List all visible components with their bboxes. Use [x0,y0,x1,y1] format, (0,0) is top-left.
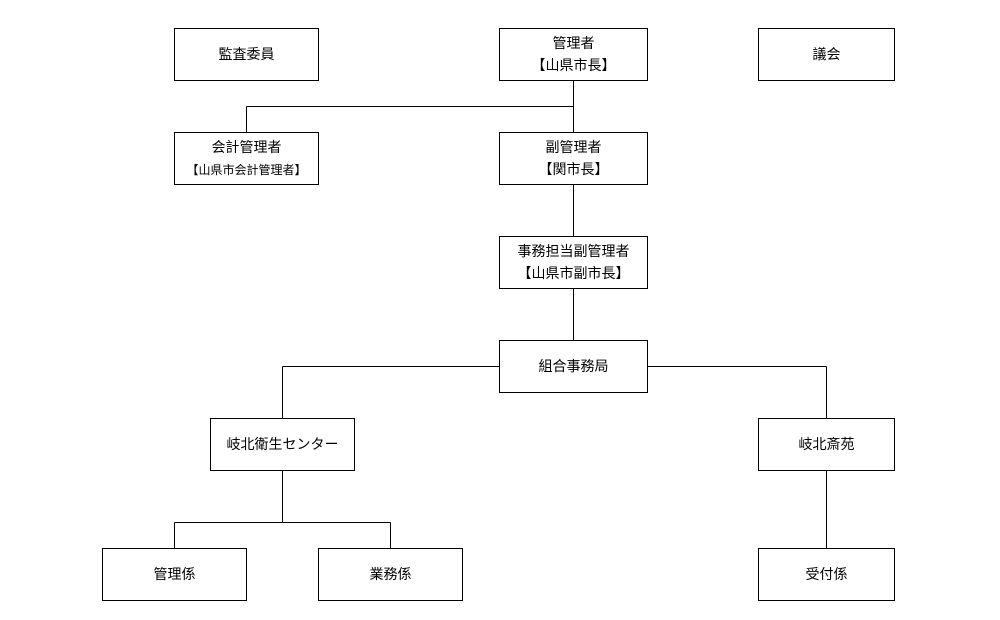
node-gihoku-saien: 岐北斎苑 [758,418,895,471]
node-subtitle: 【関市長】 [538,161,609,178]
node-title: 岐北衛生センター [226,436,339,453]
node-audit-committee: 監査委員 [174,28,319,81]
node-operations-section: 業務係 [318,548,463,601]
node-subtitle: 【山県市副市長】 [517,265,630,282]
node-management-section: 管理係 [102,548,247,601]
node-title: 会計管理者 [211,139,282,156]
node-title: 受付係 [805,566,848,583]
node-union-office: 組合事務局 [499,340,648,393]
node-title: 管理係 [153,566,196,583]
node-reception-section: 受付係 [758,548,895,601]
node-title: 議会 [812,46,841,63]
node-title: 管理者 [552,35,595,52]
node-accounting-manager: 会計管理者 【山県市会計管理者】 [174,132,319,185]
node-title: 監査委員 [218,46,275,63]
node-affairs-vice-administrator: 事務担当副管理者 【山県市副市長】 [499,236,648,289]
node-title: 副管理者 [545,139,602,156]
node-subtitle: 【山県市長】 [531,57,616,74]
node-council: 議会 [758,28,895,81]
node-title: 事務担当副管理者 [517,243,630,260]
node-title: 業務係 [369,566,412,583]
node-administrator: 管理者 【山県市長】 [499,28,648,81]
node-subtitle: 【山県市会計管理者】 [186,162,307,177]
node-gihoku-sanitation-center: 岐北衛生センター [210,418,355,471]
node-title: 組合事務局 [538,358,609,375]
node-vice-administrator: 副管理者 【関市長】 [499,132,648,185]
node-title: 岐北斎苑 [798,436,855,453]
